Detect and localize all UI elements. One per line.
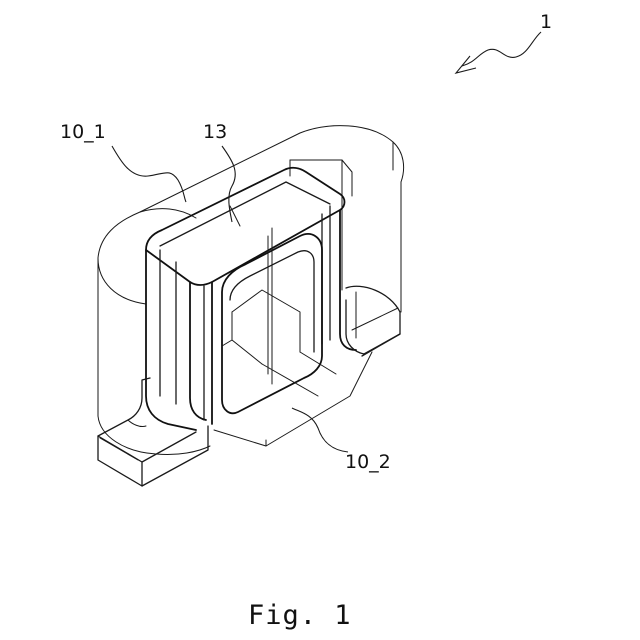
second-core-outline (214, 290, 372, 446)
assembly-leader-line (462, 32, 541, 66)
second-core-leader-line (292, 408, 348, 452)
left-terminal (98, 378, 208, 486)
label-second-core-group: 10_2 (292, 408, 391, 473)
label-assembly: 1 (540, 11, 552, 33)
label-first-core-group: 10_1 (60, 121, 186, 202)
coil-body (146, 168, 356, 430)
right-terminal (346, 286, 400, 356)
figure-caption: Fig. 1 (248, 600, 352, 631)
label-first-core: 10_1 (60, 121, 106, 143)
label-second-core: 10_2 (345, 451, 391, 473)
assembly-reference: 1 (456, 11, 552, 73)
first-core-leader-line (112, 146, 186, 202)
label-coil: 13 (203, 121, 227, 143)
